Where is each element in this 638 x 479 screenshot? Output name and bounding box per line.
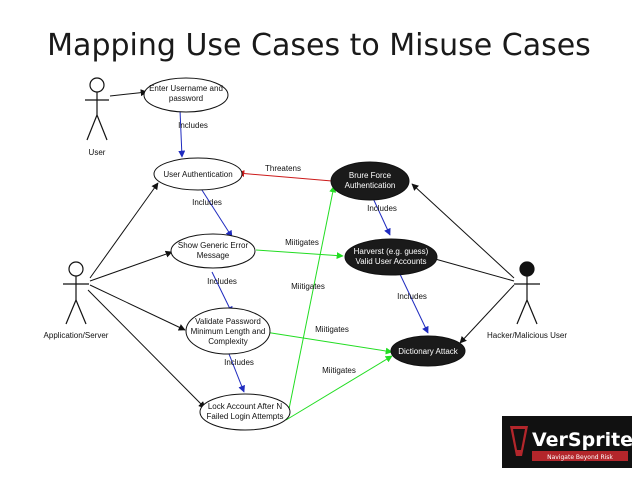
validate-password-line1: Validate Password <box>195 317 261 326</box>
includes-label-2: Includes <box>192 198 222 207</box>
validate-password-line3: Complexity <box>208 337 248 346</box>
mitigates-label-1: Miitigates <box>285 238 319 247</box>
generic-error-line2: Message <box>197 251 230 260</box>
misuse-case-brute-force: Brure Force Authentication <box>330 161 410 201</box>
brute-force-line1: Brure Force <box>349 171 392 180</box>
use-case-lock-account: Lock Account After N Failed Login Attemp… <box>199 393 291 431</box>
includes-label-4: Includes <box>224 358 254 367</box>
use-case-user-authentication: User Authentication <box>153 157 243 191</box>
use-case-enter-credentials: Enter Username and password <box>143 77 229 113</box>
versprite-emblem <box>510 426 528 456</box>
lock-account-line1: Lock Account After N <box>208 402 282 411</box>
brute-force-line2: Authentication <box>345 181 396 190</box>
includes-label-5: Includes <box>367 204 397 213</box>
misuse-case-dictionary: Dictionary Attack <box>390 335 466 367</box>
mitigates-label-2: Miitigates <box>291 282 325 291</box>
harvest-line2: Valid User Accounts <box>356 257 427 266</box>
lock-account-line2: Failed Login Attempts <box>207 412 284 421</box>
threatens-label: Threatens <box>265 164 301 173</box>
generic-error-line1: Show Generic Error <box>178 241 249 250</box>
actor-user <box>85 77 109 141</box>
actor-app-server <box>63 261 89 325</box>
threatens-edge <box>237 170 333 182</box>
actor-hacker-label: Hacker/Malicious User <box>487 331 567 340</box>
association-edges <box>87 89 515 409</box>
includes-label-3: Includes <box>207 277 237 286</box>
enter-credentials-line1: Enter Username and <box>149 84 223 93</box>
actor-hacker <box>514 261 540 325</box>
mitigate-edges <box>255 185 393 421</box>
mitigates-label-3: Miitigates <box>315 325 349 334</box>
misuse-case-harvest: Harverst (e.g. guess) Valid User Account… <box>344 238 438 276</box>
logo-tagline: Navigate Beyond Risk <box>547 454 613 461</box>
validate-password-line2: Minimum Length and <box>191 327 266 336</box>
includes-label-6: Includes <box>397 292 427 301</box>
use-case-generic-error: Show Generic Error Message <box>170 233 256 269</box>
harvest-line1: Harverst (e.g. guess) <box>354 247 429 256</box>
include-edges <box>178 109 429 393</box>
dictionary-label: Dictionary Attack <box>398 347 459 356</box>
use-case-validate-password: Validate Password Minimum Length and Com… <box>185 307 271 355</box>
slide-title: Mapping Use Cases to Misuse Cases <box>47 28 591 63</box>
actor-app-server-label: Application/Server <box>44 331 109 340</box>
mitigates-label-4: Miitigates <box>322 366 356 375</box>
logo-name: VerSprite <box>532 429 632 451</box>
user-auth-label: User Authentication <box>163 170 232 179</box>
includes-label-1: Includes <box>178 121 208 130</box>
actor-user-label: User <box>89 148 106 157</box>
enter-credentials-line2: password <box>169 94 203 103</box>
versprite-logo: VerSprite Navigate Beyond Risk <box>502 416 632 468</box>
